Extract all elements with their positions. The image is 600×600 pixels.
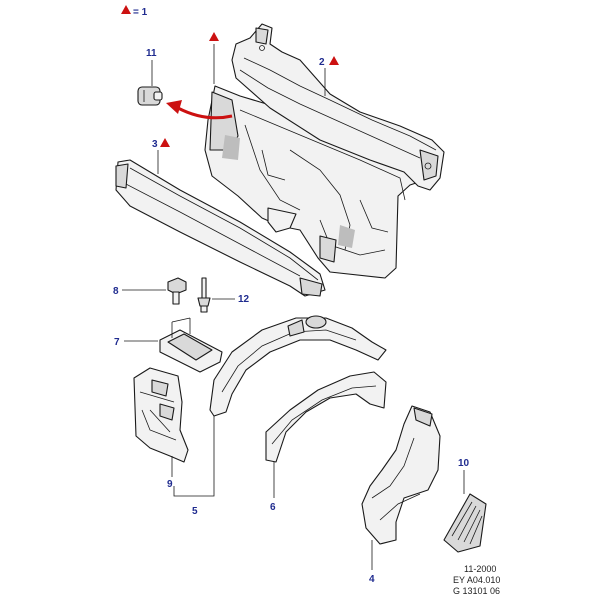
callout-4-label: 4 (369, 574, 375, 585)
legend: = 1 (121, 5, 148, 18)
reference-figure: G 13101 06 (453, 586, 500, 596)
callout-10: 10 (458, 458, 470, 494)
callout-11: 11 (146, 48, 157, 86)
callout-1 (209, 32, 219, 84)
part-side-bracket (133, 367, 189, 463)
part-fender-section (361, 405, 441, 545)
part-bracket-plate (159, 317, 223, 373)
callout-6-label: 6 (270, 502, 276, 513)
part-inner-wheelhouse (209, 315, 387, 417)
callout-12: 12 (212, 294, 250, 305)
callout-3: 3 (152, 138, 170, 174)
part-dash-panel (204, 85, 441, 279)
legend-text: = 1 (133, 7, 148, 18)
part-wheel-arch (265, 371, 387, 463)
callout-10-label: 10 (458, 458, 470, 469)
reference-code: EY A04.010 (453, 575, 500, 585)
part-vent-grille (443, 493, 487, 553)
callout-3-triangle-icon (160, 138, 170, 147)
callout-6: 6 (270, 462, 276, 513)
callout-11-label: 11 (146, 48, 157, 59)
part-bolt (167, 277, 187, 305)
callout-5: 5 (173, 416, 215, 517)
reference-block: 11-2000 EY A04.010 G 13101 06 (453, 564, 500, 596)
callout-2: 2 (319, 56, 339, 96)
callout-2-label: 2 (319, 57, 325, 68)
callout-9-label: 9 (167, 479, 173, 490)
callout-8-label: 8 (113, 286, 119, 297)
callout-7: 7 (114, 337, 158, 348)
callout-3-label: 3 (152, 139, 158, 150)
legend-triangle-icon (121, 5, 131, 14)
callout-7-label: 7 (114, 337, 120, 348)
part-cross-member (115, 159, 326, 297)
reference-date: 11-2000 (464, 564, 496, 574)
callout-8: 8 (113, 286, 166, 297)
callout-2-triangle-icon (329, 56, 339, 65)
callout-1-triangle-icon (209, 32, 219, 41)
part-stud (197, 277, 211, 313)
callout-12-label: 12 (238, 294, 250, 305)
callout-4: 4 (369, 540, 375, 585)
install-arrow-icon (166, 100, 233, 120)
callout-5-label: 5 (192, 506, 198, 517)
part-clip (137, 86, 163, 106)
callout-9: 9 (167, 456, 173, 490)
part-cowl-reinforcement (231, 23, 445, 191)
